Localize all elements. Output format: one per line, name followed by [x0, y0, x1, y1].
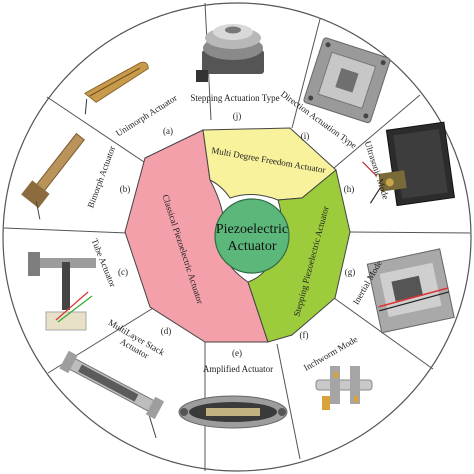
- segment-letter-b: (b): [120, 184, 131, 194]
- inchworm-icon: [315, 366, 373, 410]
- segment-letter-g: (g): [345, 267, 356, 277]
- segment-letter-i: (i): [301, 131, 310, 141]
- unimorph-strip-icon: [83, 61, 149, 115]
- bimorph-beam-icon: [21, 132, 85, 220]
- amplified-actuator-icon: [178, 395, 288, 429]
- segment-letter-f: (f): [300, 330, 309, 340]
- category-octagon: [124, 127, 351, 343]
- center-title-line1: Piezoelectric: [216, 222, 288, 237]
- tube-actuator-icon: [28, 252, 96, 331]
- center-title-line2: Actuator: [228, 239, 277, 254]
- stack-actuator-icon: [59, 350, 165, 439]
- direction-stage-icon: [303, 37, 391, 124]
- ultrasonic-motor-icon: [362, 121, 456, 207]
- segment-letter-a: (a): [163, 126, 173, 136]
- inertial-stage-icon: [366, 248, 455, 334]
- center-circle: [214, 198, 290, 274]
- segment-letter-d: (d): [161, 326, 172, 336]
- segment-letter-c: (c): [118, 267, 128, 277]
- rotary-stage-icon: [196, 24, 264, 82]
- segment-letter-e: (e): [232, 348, 242, 358]
- segment-label-j: Stepping Actuation Type: [190, 93, 279, 103]
- segment-letter-h: (h): [344, 184, 355, 194]
- segment-label-e: Amplified Actuator: [203, 364, 273, 374]
- segment-letter-j: (j): [233, 111, 242, 121]
